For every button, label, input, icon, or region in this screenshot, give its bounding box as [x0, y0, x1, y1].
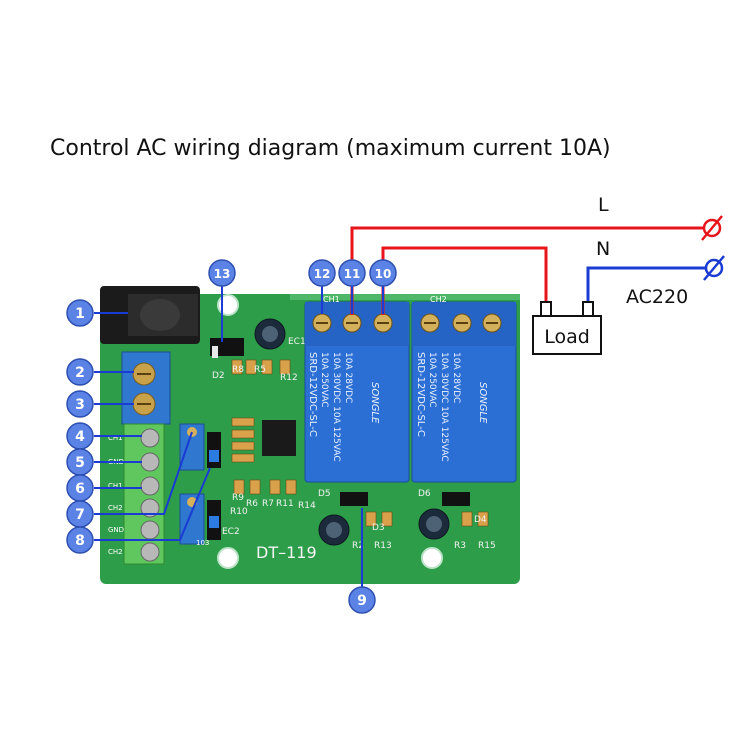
callout-badge-10: 10: [369, 259, 397, 287]
callout-badge-7: 7: [66, 500, 94, 528]
silk-label: R2: [352, 541, 364, 551]
silk-label: D2: [212, 371, 225, 381]
neutral-label: N: [596, 238, 611, 260]
svg-text:13: 13: [214, 267, 231, 281]
silk-label: 103: [196, 539, 209, 547]
board-model-label: DT–119: [256, 543, 317, 562]
silk-label: D4: [474, 515, 487, 525]
relay-rating-text: 10A 30VDC 10A 125VAC: [331, 352, 341, 462]
callout-badge-13: 13: [208, 259, 236, 287]
svg-text:12: 12: [314, 267, 331, 281]
terminal-label: CH1: [108, 482, 123, 490]
callout-badge-8: 8: [66, 526, 94, 554]
callout-badge-11: 11: [338, 259, 366, 287]
relay-model-text: SRD-12VDC-SL-C: [307, 352, 318, 437]
callout-pointers: [94, 286, 384, 588]
load-pin: [582, 301, 594, 317]
neutral-supply-terminal-icon: [703, 255, 725, 281]
silk-label: R14: [298, 501, 316, 511]
channel-label: CH1: [323, 295, 340, 304]
callout-badge-12: 12: [308, 259, 336, 287]
relay-brand-text: SONGLE: [369, 382, 380, 424]
relay-ch1-screws: [312, 313, 393, 333]
terminal-label: CH2: [108, 504, 123, 512]
svg-text:2: 2: [75, 365, 85, 381]
relay-model-text: SRD-12VDC-SL-C: [415, 352, 426, 437]
led-indicator: [212, 346, 218, 358]
load-pin: [540, 301, 552, 317]
callout-badge-9: 9: [348, 586, 376, 614]
terminal-label: GND: [108, 526, 124, 534]
silk-label: R7: [262, 499, 274, 509]
relay-rating-text: 10A 250VAC: [427, 352, 437, 408]
relay-ch2-screws: [420, 313, 502, 333]
jumper-cap: [209, 516, 219, 528]
silk-label: R8: [232, 365, 244, 375]
callout-badge-2: 2: [66, 358, 94, 386]
pcb-edge-highlight: [290, 294, 520, 300]
silk-label: EC2: [222, 527, 240, 537]
line-label: L: [598, 194, 609, 216]
callout-badge-1: 1: [66, 299, 94, 327]
svg-text:3: 3: [75, 397, 85, 413]
neutral-wire: [586, 266, 710, 308]
load-box: [532, 315, 602, 355]
svg-text:10: 10: [375, 267, 392, 281]
terminal-label: CH2: [108, 548, 123, 556]
silk-label: EC1: [288, 337, 306, 347]
svg-text:4: 4: [75, 429, 85, 445]
relay-rating-text: 10A 28VDC: [451, 352, 461, 403]
ic-chip: [262, 420, 296, 456]
callout-badge-5: 5: [66, 448, 94, 476]
diode-d2: [210, 338, 244, 356]
callout-badge-6: 6: [66, 474, 94, 502]
relay-brand-text: SONGLE: [477, 382, 488, 424]
silk-label: R12: [280, 373, 298, 383]
silk-label: D6: [418, 489, 431, 499]
svg-text:9: 9: [357, 593, 367, 609]
silk-label: R10: [230, 507, 248, 517]
diode: [442, 492, 470, 506]
jumper-cap: [209, 450, 219, 462]
relay-rating-text: 10A 30VDC 10A 125VAC: [439, 352, 449, 462]
mounting-hole: [217, 547, 239, 569]
silk-label: R6: [246, 499, 258, 509]
relay-rating-text: 10A 250VAC: [319, 352, 329, 408]
silk-label: R3: [454, 541, 466, 551]
input-terminal-screws: [140, 428, 160, 562]
silk-label: R13: [374, 541, 392, 551]
dc-power-jack-socket: [140, 299, 180, 331]
callout-badge-4: 4: [66, 422, 94, 450]
relay-rating-text: 10A 28VDC: [343, 352, 353, 403]
silk-label: R15: [478, 541, 496, 551]
supply-label: AC220: [626, 286, 689, 308]
silk-label: R9: [232, 493, 244, 503]
diagram-title: Control AC wiring diagram (maximum curre…: [50, 136, 611, 161]
diode: [340, 492, 368, 506]
mounting-hole: [421, 547, 443, 569]
silk-label: D3: [372, 523, 385, 533]
svg-text:1: 1: [75, 306, 85, 322]
svg-text:7: 7: [75, 507, 85, 523]
silk-label: R5: [254, 365, 266, 375]
svg-text:8: 8: [75, 533, 85, 549]
silk-label: D5: [318, 489, 331, 499]
callout-badge-3: 3: [66, 390, 94, 418]
channel-label: CH2: [430, 295, 447, 304]
svg-text:11: 11: [344, 267, 361, 281]
line-supply-terminal-icon: [701, 215, 723, 241]
smd-resistors: [231, 359, 489, 527]
svg-text:5: 5: [75, 455, 85, 471]
load-label: Load: [544, 326, 590, 348]
silk-label: R11: [276, 499, 294, 509]
terminal-label: CH1: [108, 434, 123, 442]
svg-text:6: 6: [75, 481, 85, 497]
